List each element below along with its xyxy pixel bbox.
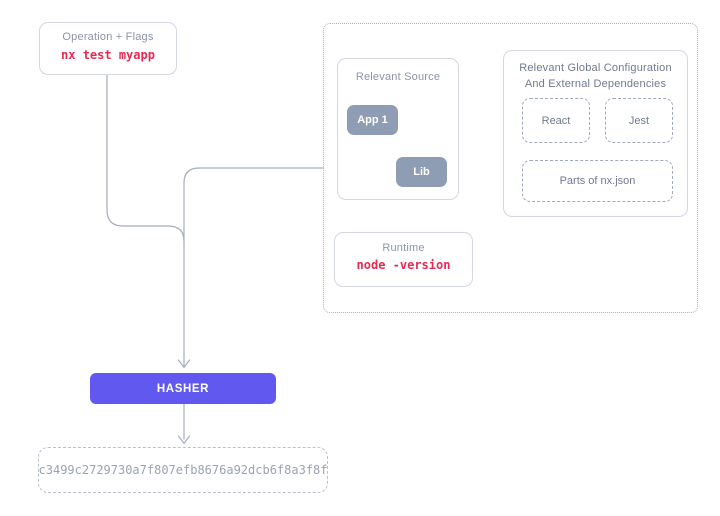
app1-node: App 1 <box>347 105 398 135</box>
lib-node-label: Lib <box>413 166 430 178</box>
arrowhead-into-hasher <box>177 359 191 369</box>
operation-command-text: nx test myapp <box>61 48 155 62</box>
hash-output-box: c3499c2729730a7f807efb8676a92dcb6f8a3f8f <box>38 447 328 493</box>
dependency-nxjson-box: Parts of nx.json <box>522 160 673 202</box>
dependency-jest-box: Jest <box>605 98 673 143</box>
dependency-jest-label: Jest <box>628 114 650 127</box>
inputs-connector <box>183 167 324 367</box>
global-config-title-line2: And External Dependencies <box>524 77 667 90</box>
global-config-title-line1: Relevant Global Configuration <box>519 62 672 74</box>
operation-flags-title: Operation + Flags <box>62 31 154 43</box>
dependency-react-label: React <box>541 114 571 127</box>
runtime-title: Runtime <box>382 242 425 254</box>
hasher-node: HASHER <box>90 373 276 404</box>
app1-node-label: App 1 <box>357 114 388 126</box>
runtime-box: Runtime node -version <box>334 232 473 287</box>
runtime-command-text: node -version <box>356 258 451 272</box>
relevant-source-title: Relevant Source <box>355 71 441 83</box>
lib-node: Lib <box>396 157 447 187</box>
arrowhead-into-hash <box>177 435 191 445</box>
hasher-label: HASHER <box>156 382 210 395</box>
dependency-nxjson-label: Parts of nx.json <box>559 175 636 187</box>
operation-flags-box: Operation + Flags nx test myapp <box>39 22 177 75</box>
operation-connector <box>106 74 185 242</box>
hash-output-value: c3499c2729730a7f807efb8676a92dcb6f8a3f8f <box>38 463 328 477</box>
global-config-title: Relevant Global Configuration And Extern… <box>504 61 687 93</box>
dependency-react-box: React <box>522 98 590 143</box>
hash-inputs-container <box>323 23 698 313</box>
